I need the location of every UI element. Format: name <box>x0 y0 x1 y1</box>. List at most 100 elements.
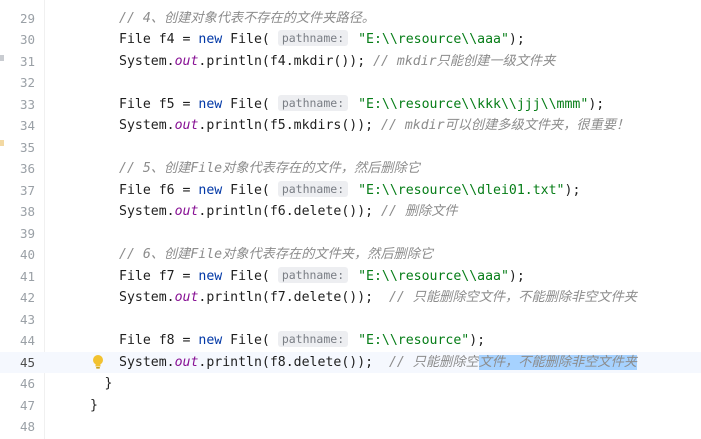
comment: // mkdir只能创建一级文件夹 <box>373 53 556 69</box>
code-text[interactable]: System.out.println(f5.mkdirs()); // mkdi… <box>119 115 629 137</box>
code-text[interactable]: System.out.println(f6.delete()); // 删除文件 <box>119 201 458 223</box>
line-number[interactable]: 42 <box>19 290 35 305</box>
code-text[interactable]: File f6 = new File( pathname: "E:\\resou… <box>119 180 580 202</box>
parameter-hint: pathname: <box>277 180 349 197</box>
code-text[interactable]: System.out.println(f8.delete()); // 只能删除… <box>119 352 637 374</box>
code-line[interactable]: 38 System.out.println(f6.delete()); // 删除… <box>0 201 701 223</box>
code-token: ); <box>564 182 581 198</box>
code-line[interactable]: 43 <box>0 309 701 331</box>
code-token: File( <box>230 182 278 198</box>
code-token: File f4 = <box>119 32 199 47</box>
line-number[interactable]: 43 <box>19 311 35 327</box>
lightbulb-icon[interactable] <box>91 354 105 370</box>
code-line[interactable]: 35 <box>0 137 701 159</box>
code-line[interactable]: 46} <box>0 373 701 395</box>
change-marker[interactable] <box>0 140 4 146</box>
keyword: new <box>198 333 231 348</box>
code-token: File f7 = <box>119 268 199 284</box>
code-line[interactable]: 33 File f5 = new File( pathname: "E:\\res… <box>0 94 701 116</box>
code-line[interactable]: 45 System.out.println(f8.delete()); // 只能… <box>0 351 701 374</box>
code-line[interactable]: 39 <box>0 223 701 245</box>
code-text[interactable]: // 6、创建File对象代表存在的文件夹，然后删除它 <box>119 244 433 266</box>
string-literal: "E:\\resource\\aaa" <box>350 32 509 47</box>
parameter-hint: pathname: <box>277 30 349 46</box>
code-token: File f5 = <box>119 96 199 112</box>
code-line[interactable]: 40 // 6、创建File对象代表存在的文件夹，然后删除它 <box>0 244 701 266</box>
code-text[interactable]: File f4 = new File( pathname: "E:\\resou… <box>119 29 525 51</box>
code-text[interactable]: File f7 = new File( pathname: "E:\\resou… <box>119 266 525 288</box>
string-literal: "E:\\resource\\dlei01.txt" <box>350 182 565 198</box>
code-token: File( <box>230 268 278 284</box>
code-token: System. <box>119 290 175 305</box>
keyword: new <box>198 268 231 284</box>
code-text[interactable]: System.out.println(f4.mkdir()); // mkdir… <box>119 51 555 73</box>
code-token: File( <box>230 32 278 47</box>
static-field: out <box>174 354 199 370</box>
static-field: out <box>174 53 199 69</box>
code-text[interactable]: File f5 = new File( pathname: "E:\\resou… <box>119 94 604 116</box>
change-markers <box>0 0 6 439</box>
code-text[interactable]: System.out.println(f7.delete()); // 只能删除… <box>119 287 637 309</box>
comment: // 只能删除空 <box>388 354 479 370</box>
code-token: File f8 = <box>119 333 199 348</box>
parameter-hint: pathname: <box>277 331 349 347</box>
code-line[interactable]: 30 File f4 = new File( pathname: "E:\\res… <box>0 29 701 51</box>
line-number[interactable]: 38 <box>19 204 35 219</box>
code-line[interactable]: 48 <box>0 416 701 438</box>
comment: // 4、创建对象代表不存在的文件夹路径。 <box>119 10 375 26</box>
code-token: System. <box>119 53 175 69</box>
code-line[interactable]: 41 File f7 = new File( pathname: "E:\\res… <box>0 266 701 288</box>
code-text[interactable]: } <box>90 395 98 417</box>
line-number[interactable]: 47 <box>19 397 35 413</box>
line-number[interactable]: 31 <box>19 53 35 69</box>
line-number[interactable]: 40 <box>19 247 35 262</box>
line-number[interactable]: 35 <box>19 139 35 155</box>
code-token: File f6 = <box>119 182 199 198</box>
code-line[interactable]: 32 <box>0 72 701 94</box>
code-line[interactable]: 31 System.out.println(f4.mkdir()); // mkd… <box>0 51 701 73</box>
code-token: .println(f5.mkdirs()); <box>198 118 382 133</box>
code-line[interactable]: 37 File f6 = new File( pathname: "E:\\res… <box>0 180 701 202</box>
line-number[interactable]: 36 <box>19 161 35 176</box>
code-line[interactable]: 29 // 4、创建对象代表不存在的文件夹路径。 <box>0 8 701 30</box>
line-number[interactable]: 33 <box>19 96 35 112</box>
comment: // 5、创建File对象代表存在的文件，然后删除它 <box>119 161 420 176</box>
static-field: out <box>174 290 199 305</box>
code-token: .println(f8.delete()); <box>198 354 389 370</box>
line-number[interactable]: 48 <box>19 419 35 434</box>
code-line[interactable]: 36 // 5、创建File对象代表存在的文件，然后删除它 <box>0 158 701 180</box>
code-line[interactable]: 42 System.out.println(f7.delete()); // 只能… <box>0 287 701 309</box>
code-line[interactable]: 34 System.out.println(f5.mkdirs()); // mk… <box>0 115 701 137</box>
code-text[interactable]: // 5、创建File对象代表存在的文件，然后删除它 <box>119 158 420 180</box>
string-literal: "E:\\resource\\aaa" <box>350 268 509 284</box>
code-token: } <box>90 397 98 413</box>
line-number[interactable]: 45 <box>19 354 35 370</box>
line-number[interactable]: 29 <box>19 10 35 26</box>
line-number[interactable]: 30 <box>19 32 35 47</box>
code-text[interactable]: File f8 = new File( pathname: "E:\\resou… <box>119 330 485 352</box>
selected-comment-text: 文件，不能删除非空文件夹 <box>478 354 637 370</box>
code-token: File( <box>230 333 278 348</box>
code-text[interactable]: // 4、创建对象代表不存在的文件夹路径。 <box>119 8 375 30</box>
keyword: new <box>198 96 231 112</box>
code-line[interactable]: 44 File f8 = new File( pathname: "E:\\res… <box>0 330 701 352</box>
line-number[interactable]: 34 <box>19 118 35 133</box>
line-number[interactable]: 39 <box>19 225 35 241</box>
code-token: System. <box>119 204 175 219</box>
line-number[interactable]: 32 <box>19 75 35 90</box>
line-number[interactable]: 46 <box>19 376 35 391</box>
line-number[interactable]: 44 <box>19 333 35 348</box>
change-marker[interactable] <box>0 55 4 61</box>
parameter-hint: pathname: <box>277 94 349 111</box>
keyword: new <box>198 182 231 198</box>
code-text[interactable]: } <box>105 373 113 395</box>
string-literal: "E:\\resource\\kkk\\jjj\\mmm" <box>350 96 589 112</box>
line-number[interactable]: 41 <box>19 268 35 284</box>
line-number[interactable]: 37 <box>19 182 35 198</box>
code-token: .println(f4.mkdir()); <box>198 53 374 69</box>
code-token: File( <box>230 96 278 112</box>
code-token: System. <box>119 118 175 133</box>
keyword: new <box>198 32 231 47</box>
code-line[interactable]: 47} <box>0 395 701 417</box>
